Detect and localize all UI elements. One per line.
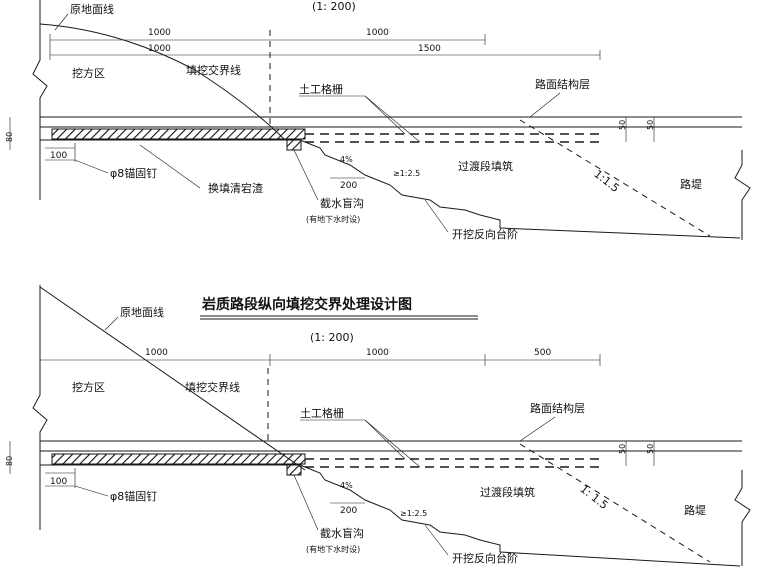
top-slope-line xyxy=(519,119,711,237)
bottom-cut-label: 挖方区 xyxy=(72,380,105,394)
top-replace-label: 换填清宕渣 xyxy=(208,181,263,195)
bottom-diagram: 岩质路段纵向填挖交界处理设计图 (1: 200) 原地面线 1000 1000 … xyxy=(5,285,751,567)
top-transition-label: 过渡段填筑 xyxy=(458,159,513,173)
bottom-dim-1000-a: 1000 xyxy=(145,348,168,358)
bottom-transition-label: 过渡段填筑 xyxy=(480,485,535,499)
top-geogrid-leader-2 xyxy=(364,95,421,143)
top-steps-label: 开挖反向台阶 xyxy=(452,227,518,241)
top-dim-1000-a: 1000 xyxy=(148,28,171,38)
bottom-dim-50b: 50 xyxy=(646,444,655,454)
top-hatch-layer xyxy=(51,128,306,140)
bottom-hatch-layer xyxy=(51,453,306,465)
top-dim-80: 80 xyxy=(5,132,14,142)
top-step-profile xyxy=(299,139,741,239)
bottom-drain xyxy=(286,464,302,476)
bottom-drain-leader xyxy=(293,474,319,531)
bottom-steps-label: 开挖反向台阶 xyxy=(452,551,518,565)
top-diagram: (1: 200) 原地面线 1000 1000 1000 1500 填挖交界线 … xyxy=(5,0,751,241)
bottom-ground-label: 原地面线 xyxy=(120,305,164,319)
bottom-pavement-leader xyxy=(519,416,556,442)
top-pavement-label: 路面结构层 xyxy=(535,77,590,91)
top-ground-label: 原地面线 xyxy=(70,2,114,16)
top-slope-15: 1:1.5 xyxy=(591,167,621,195)
bottom-drain-note: (有地下水时设) xyxy=(306,544,360,554)
top-replace-leader xyxy=(139,144,201,189)
bottom-left-break xyxy=(32,285,48,530)
top-cut-label: 挖方区 xyxy=(72,66,105,80)
top-anchor-label: φ8锚固钉 xyxy=(110,166,157,180)
top-pavement-leader xyxy=(529,92,561,118)
top-dim-50a: 50 xyxy=(618,120,627,130)
top-right-break xyxy=(734,150,751,240)
bottom-embankment-label: 路堤 xyxy=(684,504,706,517)
top-boundary-label: 填挖交界线 xyxy=(186,63,241,77)
bottom-dim-1000-b: 1000 xyxy=(366,348,389,358)
top-dim-1500: 1500 xyxy=(418,44,441,54)
bottom-geogrid-leader-2 xyxy=(364,419,421,468)
top-scale: (1: 200) xyxy=(312,0,356,13)
top-drain-label: 截水盲沟 xyxy=(320,196,364,210)
bottom-ground-leader xyxy=(104,316,119,331)
bottom-slope-line xyxy=(519,443,711,563)
top-drain-leader xyxy=(293,149,319,201)
bottom-geogrid-leader-1 xyxy=(364,419,406,460)
bottom-dim-100: 100 xyxy=(50,477,67,487)
top-dim-200: 200 xyxy=(340,181,357,191)
bottom-slope-15: 1: 1.5 xyxy=(577,482,610,512)
top-left-break xyxy=(32,0,48,200)
bottom-dim-80: 80 xyxy=(5,456,14,466)
top-ground-line xyxy=(39,23,286,141)
bottom-step-profile xyxy=(299,464,741,567)
bottom-drain-label: 截水盲沟 xyxy=(320,526,364,540)
bottom-dim-500: 500 xyxy=(534,348,551,358)
top-slope-25: ≥1:2.5 xyxy=(393,169,420,178)
top-dim-50b: 50 xyxy=(646,120,655,130)
bottom-geogrid-label: 土工格栅 xyxy=(300,406,344,420)
bottom-scale: (1: 200) xyxy=(310,331,354,344)
top-dim-1000-b: 1000 xyxy=(148,44,171,54)
top-ground-leader xyxy=(54,13,69,31)
bottom-pavement-label: 路面结构层 xyxy=(530,401,585,415)
bottom-slope-25: ≥1:2.5 xyxy=(400,509,427,518)
bottom-dim-4pct: 4% xyxy=(340,481,353,490)
top-dim-100: 100 xyxy=(50,151,67,161)
top-geogrid-label: 土工格栅 xyxy=(299,82,343,96)
top-dim-4pct: 4% xyxy=(340,155,353,164)
top-geogrid-leader-1 xyxy=(364,95,406,135)
top-drain xyxy=(286,139,302,151)
bottom-dim-50a: 50 xyxy=(618,444,627,454)
top-dim-1000-c: 1000 xyxy=(366,28,389,38)
bottom-boundary-label: 填挖交界线 xyxy=(185,380,240,394)
bottom-ground-line xyxy=(39,286,306,471)
top-steps-leader xyxy=(424,199,449,233)
bottom-dim-200: 200 xyxy=(340,506,357,516)
top-drain-note: (有地下水时设) xyxy=(306,214,360,224)
bottom-anchor-leader xyxy=(74,485,109,497)
top-embankment-label: 路堤 xyxy=(680,178,702,191)
bottom-right-break xyxy=(734,470,751,566)
bottom-anchor-label: φ8锚固钉 xyxy=(110,489,157,503)
top-anchor-leader xyxy=(74,159,109,174)
bottom-title: 岩质路段纵向填挖交界处理设计图 xyxy=(201,296,412,313)
bottom-steps-leader xyxy=(424,524,449,556)
